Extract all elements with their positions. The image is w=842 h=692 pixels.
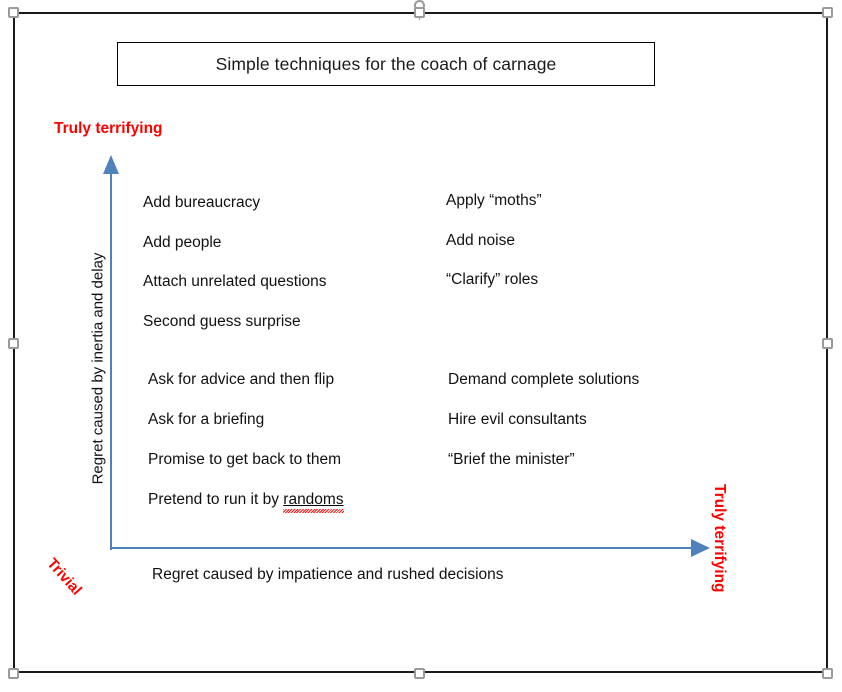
list-item: Ask for a briefing <box>148 411 265 428</box>
list-item: Ask for advice and then flip <box>148 371 335 388</box>
list-item: “Clarify” roles <box>446 271 539 288</box>
title-box[interactable]: Simple techniques for the coach of carna… <box>117 42 655 86</box>
resize-handle-bottom-right[interactable] <box>822 668 833 679</box>
resize-handle-top-center[interactable] <box>414 7 425 18</box>
y-axis-max-label: Truly terrifying <box>54 120 163 137</box>
list-item: Add bureaucracy <box>143 194 261 211</box>
resize-handle-bottom-center[interactable] <box>414 668 425 679</box>
list-item-misspelled: Pretend to run it by randoms <box>148 491 344 513</box>
resize-handle-middle-left[interactable] <box>8 338 19 349</box>
list-item: Second guess surprise <box>143 313 301 330</box>
slide-title: Simple techniques for the coach of carna… <box>215 53 557 74</box>
list-item: Apply “moths” <box>446 192 542 209</box>
x-axis-title: Regret caused by impatience and rushed d… <box>152 566 504 583</box>
resize-handle-top-right[interactable] <box>822 7 833 18</box>
y-axis-line <box>110 172 112 550</box>
y-axis-title: Regret caused by inertia and delay <box>89 252 107 485</box>
list-item: Promise to get back to them <box>148 451 341 468</box>
list-item-text: Pretend to run it by <box>148 491 284 508</box>
resize-handle-bottom-left[interactable] <box>8 668 19 679</box>
list-item: Demand complete solutions <box>448 371 640 388</box>
x-axis-line <box>111 547 694 549</box>
x-axis-max-label: Truly terrifying <box>711 484 728 593</box>
resize-handle-top-left[interactable] <box>8 7 19 18</box>
list-item: “Brief the minister” <box>448 451 575 468</box>
y-axis-arrowhead-icon <box>103 155 119 174</box>
list-item: Add noise <box>446 232 515 249</box>
x-axis-arrowhead-icon <box>691 539 710 557</box>
list-item: Attach unrelated questions <box>143 273 327 290</box>
resize-handle-middle-right[interactable] <box>822 338 833 349</box>
list-item: Hire evil consultants <box>448 411 587 428</box>
spellcheck-underlined-word[interactable]: randoms <box>283 491 344 513</box>
list-item: Add people <box>143 234 222 251</box>
